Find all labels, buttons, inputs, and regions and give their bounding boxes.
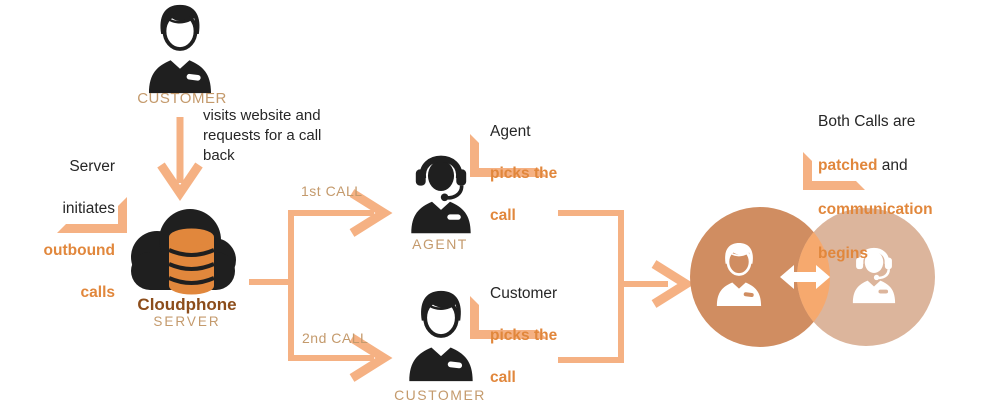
patch-note-line4: begins <box>818 245 868 262</box>
patch-note: Both Calls are patched and communication… <box>818 89 948 287</box>
agent-note-line1: Agent <box>490 123 531 140</box>
patch-note-and: and <box>877 157 908 174</box>
agent-note-line2: picks the <box>490 165 558 182</box>
bracket-agent-note <box>470 134 547 177</box>
customer-bottom-person-icon <box>407 288 475 384</box>
agent-label: AGENT <box>412 236 468 252</box>
customer-note-line2: picks the <box>490 327 558 344</box>
arrow-customer-to-server <box>157 117 203 202</box>
arrowhead-second-call <box>349 334 393 382</box>
customer-top-label: CUSTOMER <box>137 90 227 107</box>
patch-note-line1: Both Calls are <box>818 113 916 130</box>
agent-note-line3: call <box>490 207 516 224</box>
venn-left-circle <box>690 207 830 347</box>
patch-note-line3: communication <box>818 201 933 218</box>
customer-note: Customer picks the call <box>490 262 585 409</box>
venn-patched-calls <box>690 207 935 347</box>
cloudphone-subtitle: SERVER <box>153 314 221 329</box>
customer-bottom-label: CUSTOMER <box>394 387 486 403</box>
bracket-server-note <box>57 197 127 233</box>
connector-call-branch <box>249 189 393 382</box>
server-note: Server initiates outbound calls <box>25 135 115 324</box>
database-icon <box>168 228 215 295</box>
venn-right-circle <box>797 208 935 346</box>
customer-top-person-icon <box>147 2 213 96</box>
agent-headset-icon <box>411 159 470 233</box>
customer-note-line3: call <box>490 369 516 386</box>
server-note-line3: outbound <box>43 242 115 259</box>
server-note-line1: Server <box>69 158 115 175</box>
agent-note: Agent picks the call <box>490 100 580 247</box>
double-arrow-icon <box>780 265 830 289</box>
visits-note: visits website and requests for a call b… <box>203 107 322 164</box>
customer-note-line1: Customer <box>490 285 558 302</box>
patch-note-patched: patched <box>818 157 878 174</box>
arrowhead-patch <box>651 260 695 308</box>
second-call-label: 2nd CALL <box>302 330 369 346</box>
cloudphone-title: Cloudphone <box>137 295 237 314</box>
bracket-customer-note <box>470 296 547 339</box>
bracket-patch-note <box>803 152 865 190</box>
cloud-database-icon <box>131 209 236 295</box>
patch-note-line2: patched and <box>818 155 948 177</box>
connector-patch-merge <box>558 210 695 363</box>
arrowhead-first-call <box>349 189 393 237</box>
first-call-label: 1st CALL <box>301 183 363 199</box>
server-note-line4: calls <box>80 284 115 301</box>
server-note-line2: initiates <box>62 200 115 217</box>
